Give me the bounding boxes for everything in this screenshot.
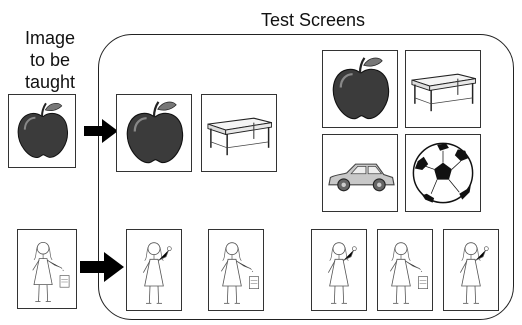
girl-waving-icon <box>327 242 357 304</box>
taught-label: Image to be taught <box>24 28 76 92</box>
panel-title: Test Screens <box>260 10 366 30</box>
girl-pointing-icon <box>389 242 429 304</box>
taught-apple-card <box>8 94 76 168</box>
test4-car-card[interactable] <box>322 134 398 212</box>
arrow-top <box>84 119 118 143</box>
test4-ball-card[interactable] <box>405 134 481 212</box>
apple-icon <box>126 100 184 164</box>
apple-icon <box>17 102 69 159</box>
test-table-card[interactable] <box>201 94 277 172</box>
table-icon <box>207 117 273 156</box>
test4-table-card[interactable] <box>405 50 481 128</box>
test3-girl-point-card[interactable] <box>377 229 433 311</box>
test-girl-wave-card[interactable] <box>126 229 182 311</box>
test-screens-panel <box>98 34 514 320</box>
test3-girl-wave2-card[interactable] <box>443 229 499 311</box>
test4-apple-card[interactable] <box>322 50 398 128</box>
girl-waving-icon <box>142 242 172 304</box>
car-icon <box>328 163 395 192</box>
girl-waving-icon <box>459 242 489 304</box>
soccer-ball-icon <box>412 142 474 204</box>
girl-pointing-icon <box>220 242 260 304</box>
taught-girl-card <box>17 229 77 309</box>
test3-girl-wave-card[interactable] <box>311 229 367 311</box>
table-icon <box>411 73 477 112</box>
apple-icon <box>332 56 390 120</box>
arrow-bottom <box>80 252 124 282</box>
test-apple-card[interactable] <box>116 94 192 172</box>
test-girl-point-card[interactable] <box>208 229 264 311</box>
girl-pointing-icon <box>32 241 70 302</box>
